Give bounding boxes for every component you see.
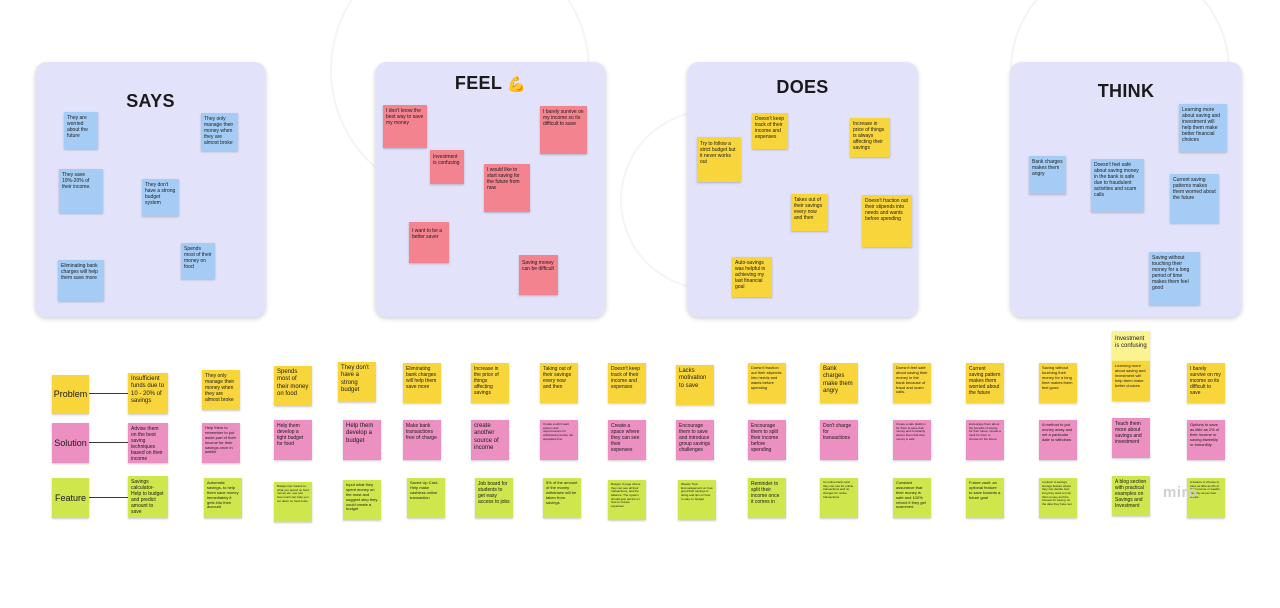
feature-note[interactable]: An online bank card they can use for onl… <box>820 478 858 518</box>
solution-note[interactable]: Encourage them to save and introduce gro… <box>676 420 714 460</box>
solution-note[interactable]: Advise them on the best saving technique… <box>128 423 168 463</box>
problem-note[interactable]: I barely survive on my income so its dif… <box>1187 363 1225 403</box>
problem-note[interactable]: They only manage their money when they a… <box>202 370 240 410</box>
sticky-note[interactable]: Bank charges makes them angry <box>1029 156 1066 194</box>
feature-note[interactable]: Savings calculator- Help to budget and p… <box>128 476 168 518</box>
problem-note[interactable]: Taking out of their savings every now an… <box>540 363 578 403</box>
connector-line <box>89 497 129 498</box>
says-quadrant[interactable]: SAYS They are worried about the future T… <box>35 62 266 317</box>
feature-note[interactable]: Budget tips: based on what you spend on … <box>274 482 312 522</box>
problem-note[interactable]: Lacks motivation to save <box>676 365 714 405</box>
feature-note[interactable]: Constant assurance that their money is s… <box>893 478 931 518</box>
problem-note[interactable]: Learning more about saving and investmen… <box>1112 361 1150 401</box>
sticky-note[interactable]: Spends most of their money on food <box>181 243 215 279</box>
problem-note-extra[interactable]: Investment is confusing <box>1112 331 1150 361</box>
sticky-note[interactable]: Doesn't fraction out their stipends into… <box>862 195 912 247</box>
solution-note[interactable]: Encourage them about the benefits of sav… <box>966 420 1004 460</box>
sticky-note[interactable]: Current saving patterns makes them worri… <box>1170 174 1219 223</box>
sticky-note[interactable]: Eliminating bank charges will help them … <box>58 260 104 301</box>
problem-note[interactable]: Insufficient funds due to 10 - 20% of sa… <box>128 373 168 414</box>
sticky-note[interactable]: They are worried about the future <box>64 112 98 149</box>
sticky-note[interactable]: They only manage their money when they a… <box>201 113 238 151</box>
solution-note[interactable]: Options to save as little as 2% of their… <box>1187 420 1225 460</box>
solution-note[interactable]: create another source of income <box>471 420 509 460</box>
connector-line <box>89 442 129 443</box>
problem-note[interactable]: Saving without touching their money for … <box>1039 363 1077 403</box>
solution-note[interactable]: Create a safe platform for them to save … <box>893 420 931 460</box>
miro-watermark-logo: miro <box>1163 484 1198 501</box>
problem-note[interactable]: Doesn't keep track of their income and e… <box>608 363 646 403</box>
row-label-solution[interactable]: Solution <box>52 423 89 463</box>
solution-note[interactable]: Create a strict vault system and repercu… <box>540 420 578 460</box>
feature-note[interactable]: Future vault: an optional feature to sav… <box>966 478 1004 518</box>
feel-title: FEEL 💪 <box>375 73 606 94</box>
feature-note[interactable]: Reminder to split their income once it c… <box>748 478 786 518</box>
problem-note[interactable]: Bank charges make them angry <box>820 363 858 403</box>
sticky-note[interactable]: Learning more about saving and investmen… <box>1179 104 1227 152</box>
feature-note[interactable]: Job board for students to get easy acces… <box>475 478 513 518</box>
row-label-text: Problem <box>53 389 88 400</box>
feel-quadrant[interactable]: FEEL 💪 I don't know the best way to save… <box>375 62 606 317</box>
feature-note[interactable]: Weekly Tips/ Encouragement on how good t… <box>678 480 716 520</box>
feature-note[interactable]: Automatic savings- to help them save mon… <box>204 478 242 518</box>
problem-note[interactable]: Current saving pattern makes them worrie… <box>966 363 1004 403</box>
solution-note[interactable]: Help them develop a budget <box>343 420 381 460</box>
says-title: SAYS <box>126 91 175 111</box>
solution-note[interactable]: A method to put money away and set a par… <box>1039 420 1077 460</box>
sticky-note[interactable]: I don't know the best way to save my mon… <box>383 105 427 148</box>
sticky-note[interactable]: I barely survive on my income so its dif… <box>540 106 587 154</box>
problem-note[interactable]: Doesn't feel safe about saving their mon… <box>893 363 931 403</box>
sticky-note[interactable]: Investment is confusing <box>430 150 464 184</box>
feature-note[interactable]: 5% of the amount of the money withdrawn … <box>543 478 581 518</box>
row-label-problem[interactable]: Problem <box>52 375 89 414</box>
problem-note[interactable]: Eliminating bank charges will help them … <box>403 363 441 403</box>
think-quadrant[interactable]: THINK Learning more about saving and inv… <box>1010 62 1242 317</box>
connector-line <box>89 393 129 394</box>
does-title: DOES <box>776 77 829 97</box>
feature-note[interactable]: Budget: A page where they can see all th… <box>608 480 646 520</box>
feature-note[interactable]: Saved Up Card- Help make cashless online… <box>407 478 445 518</box>
solution-note[interactable]: Teach them more about savings and invest… <box>1112 418 1150 458</box>
solution-note[interactable]: Encourage them to split their income bef… <box>748 420 786 460</box>
row-label-feature[interactable]: Feature <box>52 478 89 518</box>
feature-note[interactable]: Input what they spent money on the most … <box>343 480 381 520</box>
solution-note[interactable]: Help them to remember to put aside part … <box>202 423 240 463</box>
sticky-note[interactable]: I want to be a better saver <box>409 222 449 263</box>
row-label-text: Solution <box>54 437 87 448</box>
sticky-note[interactable]: They don't have a strong budget system <box>142 179 179 216</box>
feature-note[interactable]: A feature to choose to save as little as… <box>1187 478 1225 518</box>
sticky-note[interactable]: They save 10%-20% of their income. <box>59 169 103 213</box>
does-quadrant[interactable]: DOES Try to follow a strict budget but i… <box>687 62 918 317</box>
solution-note[interactable]: Make bank transactions free of charge <box>403 420 441 460</box>
problem-note[interactable]: Spends most of their money on food <box>274 366 312 406</box>
sticky-note[interactable]: Saving money can be difficult <box>519 255 558 295</box>
sticky-note[interactable]: Saving without touching their money for … <box>1149 252 1200 305</box>
sticky-note[interactable]: Auto-savings was helpful in achieving my… <box>732 257 772 297</box>
feel-title-text: FEEL <box>454 73 502 93</box>
sticky-note[interactable]: I would like to start saving for the fut… <box>484 164 530 212</box>
flexed-bicep-emoji-icon: 💪 <box>507 76 527 93</box>
sticky-note[interactable]: Try to follow a strict budget but it nev… <box>697 137 741 182</box>
sticky-note[interactable]: Doesn't keep track of their income and e… <box>752 113 788 149</box>
problem-note[interactable]: Increase in the price of things affectin… <box>471 363 509 403</box>
feature-note[interactable]: Lockout: A savings storage feature where… <box>1039 478 1077 518</box>
feature-note[interactable]: A blog section with practical examples o… <box>1112 476 1150 516</box>
solution-note[interactable]: Help them develop a tight budget for foo… <box>274 420 312 460</box>
sticky-note[interactable]: Takes out of their savings every now and… <box>791 194 828 231</box>
solution-note[interactable]: Don't charge for transactions <box>820 420 858 460</box>
think-title: THINK <box>1097 81 1155 101</box>
sticky-note[interactable]: Increase in price of things is always af… <box>850 118 890 157</box>
problem-note[interactable]: Doesn't fraction out their stipends into… <box>748 363 786 403</box>
sticky-note[interactable]: Doesn't feel safe about saving money in … <box>1091 159 1144 212</box>
row-label-text: Feature <box>54 492 87 503</box>
problem-note[interactable]: They don't have a strong budget <box>338 362 376 402</box>
solution-note[interactable]: Create a space where they can see their … <box>608 420 646 460</box>
